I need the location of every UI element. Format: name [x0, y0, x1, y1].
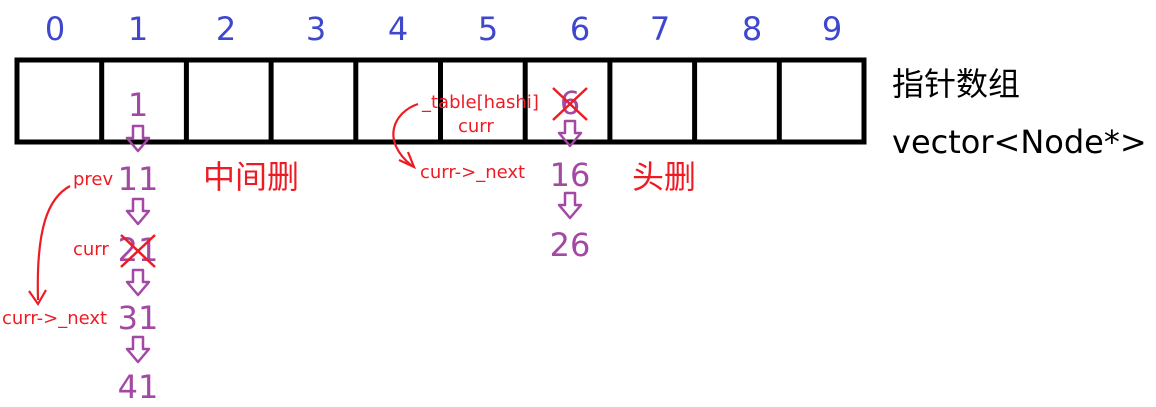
chain-node: 41: [118, 368, 159, 406]
arrowhead-icon: [28, 289, 47, 307]
chain-node: 31: [118, 299, 159, 337]
index-label: 2: [216, 10, 236, 48]
down-arrow-icon: [125, 124, 151, 153]
down-arrow-icon: [557, 119, 583, 148]
index-label: 7: [650, 10, 670, 48]
down-arrow-icon: [125, 335, 151, 364]
index-label: 9: [822, 10, 842, 48]
array-title: 指针数组: [892, 65, 1020, 103]
index-label: 4: [388, 10, 408, 48]
arrowhead-icon: [398, 151, 417, 170]
pointer-array: [14, 57, 867, 145]
index-label: 5: [478, 10, 498, 48]
chain-arrows: [125, 119, 583, 364]
bucket-6-chain: 6 16 26: [550, 84, 591, 264]
down-arrow-icon: [125, 197, 151, 226]
middle-delete-title: 中间删: [203, 158, 299, 196]
down-arrow-icon: [125, 268, 151, 297]
index-label: 0: [45, 10, 65, 48]
chain-node: 11: [118, 160, 159, 198]
index-labels: 0 1 2 3 4 5 6 7 8 9: [45, 10, 842, 48]
delete-cross-icon: [120, 234, 156, 268]
chain-node: 16: [550, 156, 591, 194]
index-label: 6: [570, 10, 590, 48]
curved-arrow-icon: [36, 185, 71, 301]
bucket-1-chain: 1 11 21 31 41: [118, 86, 159, 406]
delete-cross-icon: [552, 87, 588, 121]
vector-type-label: vector<Node*>: [892, 123, 1147, 161]
curr-next-label: curr->_next: [420, 162, 525, 183]
curved-arrow-icon: [392, 102, 419, 167]
curr-label: curr: [73, 239, 109, 260]
chain-node: 1: [128, 86, 148, 124]
index-label: 1: [128, 10, 148, 48]
table-hashi-label: _table[hashi]: [421, 92, 539, 113]
chain-node: 26: [550, 226, 591, 264]
curr-label: curr: [458, 116, 494, 137]
down-arrow-icon: [557, 191, 583, 220]
curr-next-label: curr->_next: [2, 308, 107, 329]
index-label: 3: [306, 10, 326, 48]
prev-label: prev: [73, 169, 114, 190]
index-label: 8: [742, 10, 762, 48]
head-delete-title: 头删: [632, 158, 696, 196]
